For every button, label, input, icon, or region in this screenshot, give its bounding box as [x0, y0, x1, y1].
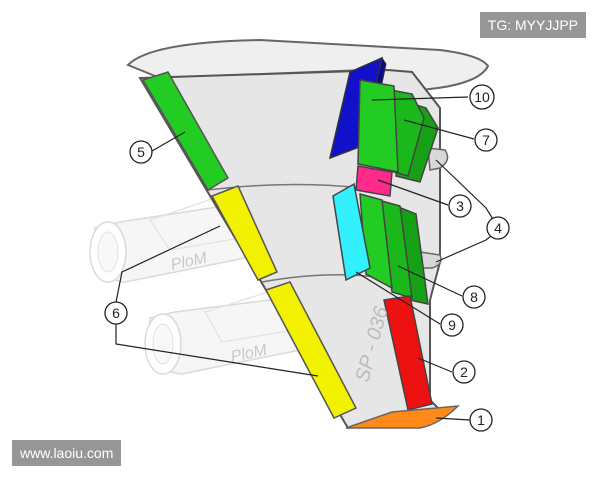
watermark-top-right: TG: MYYJJPP [479, 12, 586, 38]
leader-4b [435, 231, 497, 263]
callout-4: 4 [486, 216, 510, 240]
callout-4-label: 4 [494, 220, 502, 236]
surface-6-leading-edge-slat-mid [210, 185, 279, 281]
flap-track-fairing-upper [427, 147, 449, 171]
leader-1 [435, 417, 471, 421]
leader-lines [115, 96, 497, 421]
leader-7 [403, 119, 475, 140]
callout-9-label: 9 [448, 317, 456, 333]
callout-2: 2 [452, 360, 476, 384]
wing-seam-upper [207, 183, 363, 191]
engine-upper [89, 197, 246, 283]
callout-1-label: 1 [477, 412, 485, 428]
surface-5-leading-edge-slat-inboard [141, 71, 230, 192]
watermark-bottom-left: www.laoiu.com [12, 440, 122, 466]
callout-10-label: 10 [474, 89, 490, 105]
callout-3: 3 [448, 194, 472, 218]
leader-8 [397, 265, 463, 297]
callout-10: 10 [469, 84, 495, 110]
callout-6: 6 [104, 301, 128, 325]
callout-8: 8 [462, 285, 486, 309]
callout-5-label: 5 [137, 144, 145, 160]
callout-1: 1 [469, 408, 493, 432]
flap-track-fairing-lower [419, 251, 442, 269]
callout-7: 7 [474, 128, 498, 152]
callout-5: 5 [129, 140, 153, 164]
surface-2-aileron [383, 295, 433, 411]
surface-1-wingtip [345, 405, 460, 429]
callout-9: 9 [440, 313, 464, 337]
callout-2-label: 2 [460, 364, 468, 380]
callout-8-label: 8 [470, 289, 478, 305]
callout-7-label: 7 [482, 132, 490, 148]
leader-10 [371, 96, 469, 101]
leader-3 [377, 179, 449, 206]
leader-9 [355, 271, 441, 325]
callout-6-label: 6 [112, 305, 120, 321]
surface-3-magenta [355, 165, 393, 197]
leader-2 [417, 357, 453, 373]
surface-9-cyan [332, 182, 371, 282]
leader-5 [151, 131, 186, 152]
leader-6-upper [115, 225, 221, 303]
leader-6-lower [115, 324, 319, 377]
callout-3-label: 3 [456, 198, 464, 214]
surface-7-flap-inboard-front [357, 79, 399, 173]
